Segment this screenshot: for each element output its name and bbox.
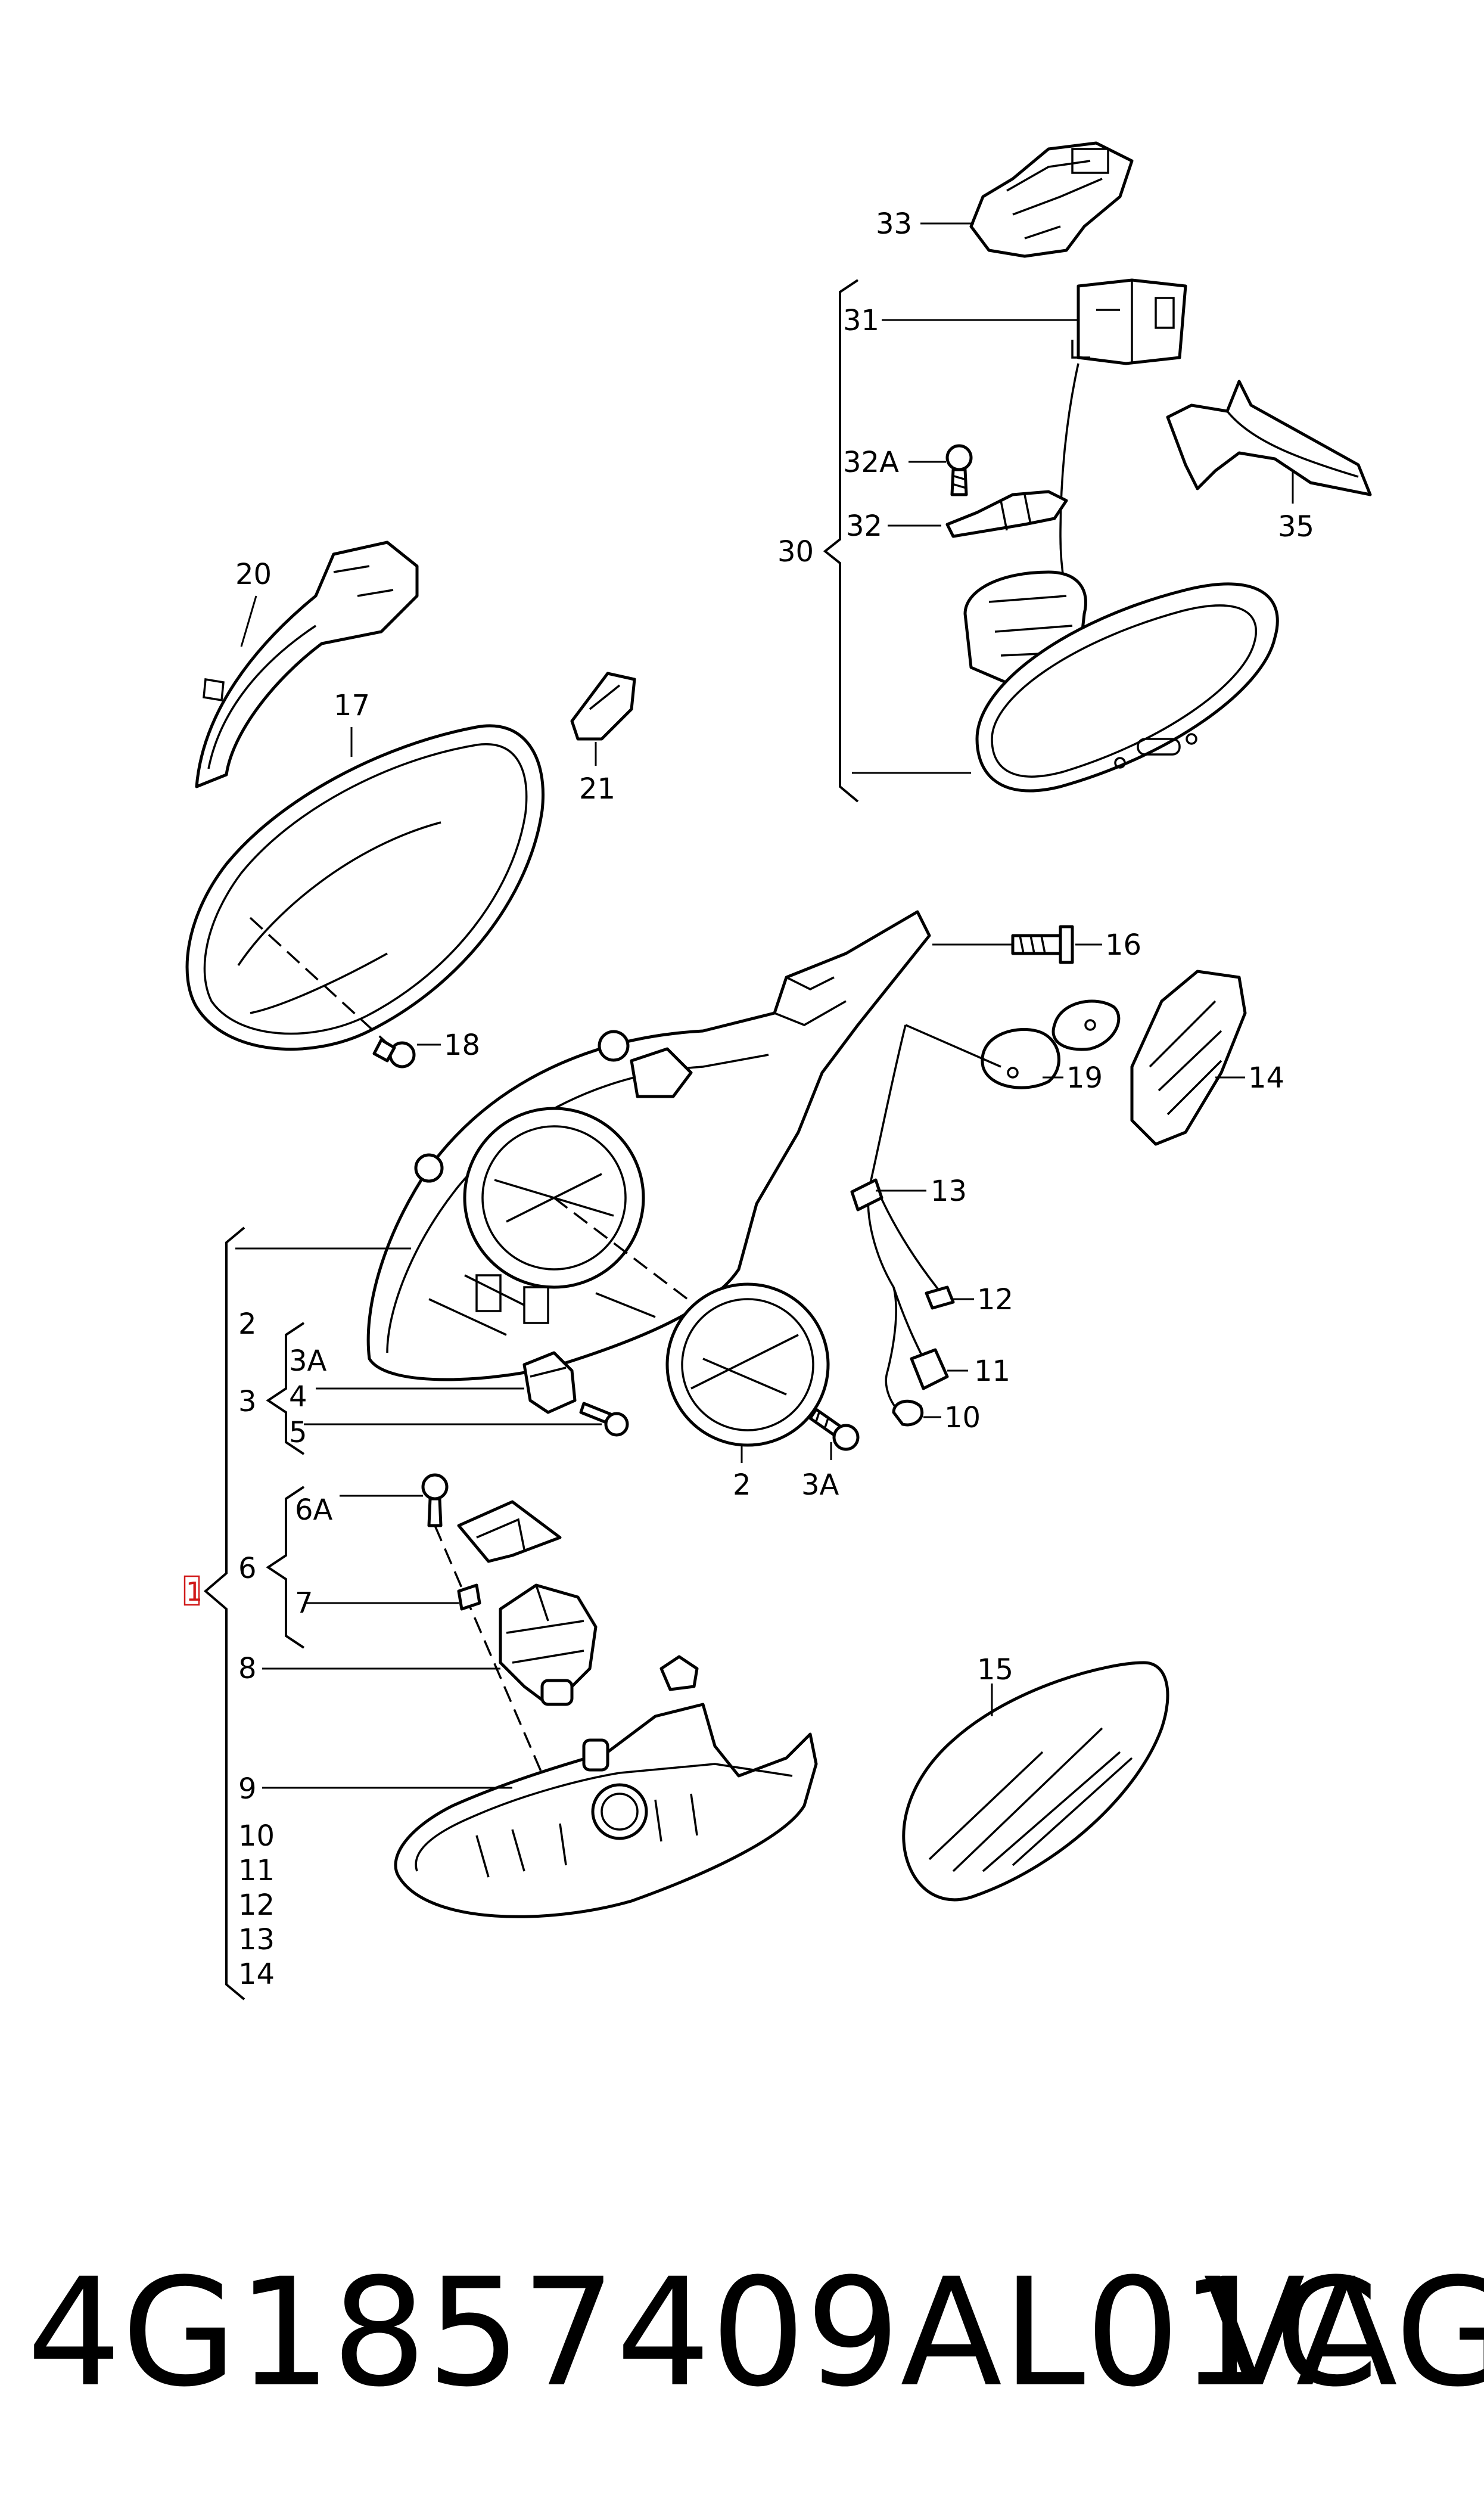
part-35-trim: [1166, 380, 1372, 496]
part-19-clips: [981, 999, 1121, 1089]
callout-35: 35: [1278, 510, 1314, 543]
callout-11: 11: [238, 1854, 275, 1887]
part-20-turn-signal: [195, 541, 419, 788]
callout-33: 33: [876, 207, 912, 241]
callout-3a-screw: 3A: [801, 1468, 839, 1502]
part-5-screw: [579, 1402, 629, 1437]
part-4-clip: [522, 1351, 577, 1414]
callout-4: 4: [289, 1380, 307, 1414]
part-3a-screw: [808, 1408, 860, 1451]
callout-11-harness: 11: [974, 1355, 1010, 1388]
callout-30: 30: [777, 535, 814, 569]
part-7-bracket: [457, 1500, 562, 1611]
callout-13: 13: [238, 1923, 275, 1956]
callout-12: 12: [238, 1889, 275, 1922]
callout-32: 32: [846, 510, 882, 543]
callout-14: 14: [238, 1958, 275, 1991]
callout-20: 20: [235, 558, 272, 591]
part-14-bracket: [1130, 970, 1247, 1146]
callout-16: 16: [1105, 928, 1141, 962]
callout-10-harness: 10: [944, 1401, 981, 1434]
callout-19: 19: [1066, 1061, 1103, 1095]
part-18-screw: [249, 917, 416, 1069]
callout-8: 8: [238, 1652, 257, 1685]
part-21-clip: [570, 672, 636, 741]
callout-10: 10: [238, 1819, 275, 1853]
callout-3a: 3A: [289, 1344, 327, 1378]
part-33-module: [969, 141, 1134, 258]
part-9-base: [394, 1655, 818, 1918]
callout-9: 9: [238, 1772, 257, 1806]
part-15-mirror-glass: [902, 1661, 1169, 1902]
part-16-screw: [1011, 925, 1074, 964]
callout-6: 6: [238, 1552, 257, 1585]
part-number: 4G1857409AL01C: [27, 2246, 1379, 2419]
part-main-housing: [366, 910, 931, 1381]
callout-15: 15: [977, 1653, 1013, 1686]
part-32a-screw: [945, 444, 973, 496]
part-6a-screw: [421, 1473, 549, 1788]
callout-21: 21: [579, 772, 615, 806]
callout-14-right: 14: [1248, 1061, 1284, 1095]
part-30-mirror-assembly: [963, 570, 1279, 793]
callout-3: 3: [238, 1385, 257, 1418]
callout-32a: 32A: [843, 446, 899, 479]
callout-18: 18: [444, 1029, 480, 1062]
callout-5: 5: [289, 1416, 307, 1449]
callout-1: 1: [186, 1577, 203, 1607]
callout-7: 7: [295, 1586, 313, 1620]
part-2-carrier-plate: [553, 1197, 830, 1447]
callout-2: 2: [238, 1307, 257, 1341]
wiring-harness: [850, 1024, 1001, 1427]
callout-13-harness: 13: [931, 1175, 967, 1208]
brand-label: VAG: [1203, 2246, 1484, 2419]
part-8-motor: [499, 1583, 598, 1706]
callout-2-disc: 2: [733, 1468, 751, 1502]
callout-31: 31: [843, 304, 879, 337]
part-17-mirror-cap: [185, 724, 545, 1051]
part-31-connector: [1071, 278, 1187, 365]
part-32-bracket: [945, 490, 1068, 538]
callout-12-harness: 12: [977, 1283, 1013, 1316]
callout-6a: 6A: [295, 1493, 333, 1527]
callout-17: 17: [334, 689, 370, 722]
